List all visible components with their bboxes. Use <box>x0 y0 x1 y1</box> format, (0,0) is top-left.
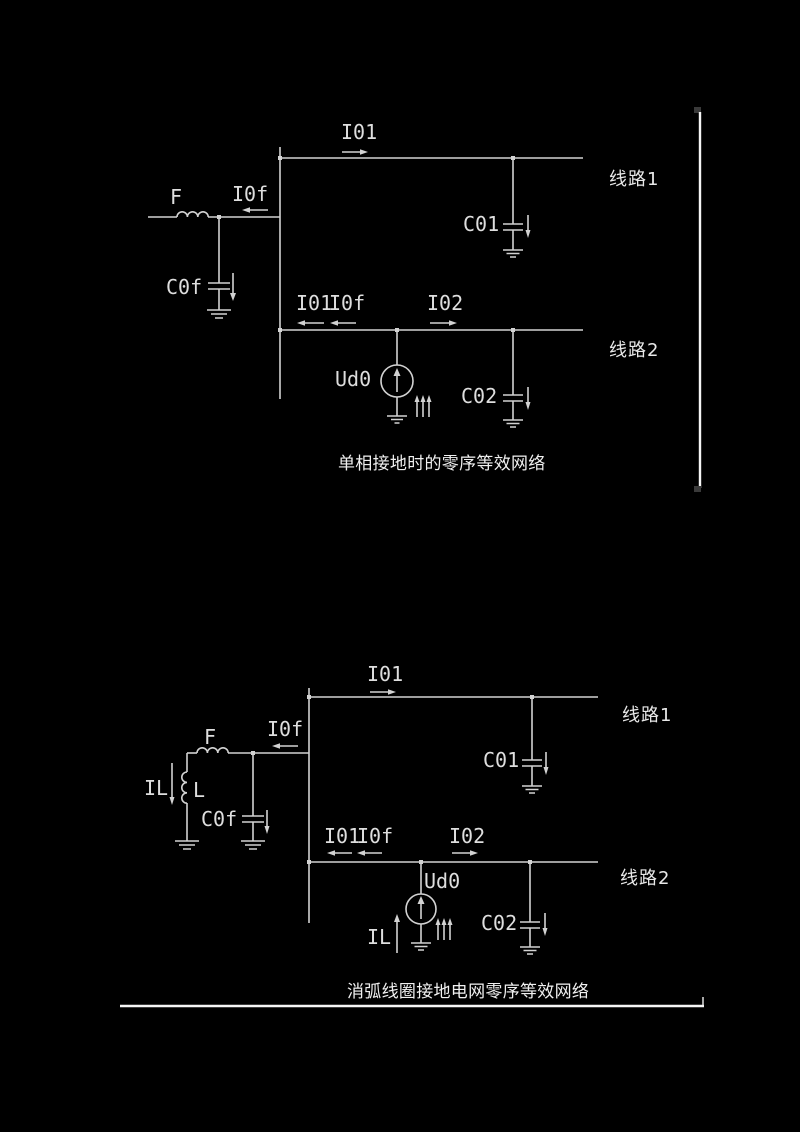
fault-current-arrows-d2 <box>435 918 453 940</box>
label-i02-d2: I02 <box>449 824 486 848</box>
fault-inductor-f-d1 <box>148 211 280 218</box>
label-line1-d1: 线路1 <box>609 169 660 190</box>
current-arrows-i01-i0f-bus2-d2 <box>327 850 382 856</box>
label-c0f-d2: C0f <box>201 807 238 831</box>
label-i0f-d2: I0f <box>267 717 304 741</box>
fault-inductor-f-d2 <box>187 747 309 754</box>
label-line2-d1: 线路2 <box>609 340 660 361</box>
capacitor-c0f-d2 <box>241 753 270 850</box>
junction-dots-d2 <box>251 695 534 864</box>
label-i01-bus2-d2: I01 <box>324 824 361 848</box>
label-c01-d1: C01 <box>463 212 500 236</box>
label-i02-d1: I02 <box>427 291 464 315</box>
right-border-line <box>694 107 702 492</box>
fault-current-arrows-d1 <box>414 395 432 417</box>
label-i01-top-d1: I01 <box>341 120 378 144</box>
current-arrow-i02-d2 <box>452 850 478 856</box>
arc-suppression-coil-l-d2 <box>169 753 199 850</box>
label-f-d1: F <box>170 185 183 209</box>
label-line2-d2: 线路2 <box>620 868 671 889</box>
label-c01-d2: C01 <box>483 748 520 772</box>
label-ud0-d1: Ud0 <box>335 367 372 391</box>
label-f-d2: F <box>204 725 217 749</box>
capacitor-c0f-d1 <box>207 217 236 319</box>
voltage-source-ud0-d2 <box>405 862 437 951</box>
current-arrow-i02-d1 <box>430 320 457 326</box>
capacitor-c01-d2 <box>522 697 549 794</box>
current-arrow-i01-d2 <box>370 689 396 695</box>
label-i0f-d1: I0f <box>232 182 269 206</box>
current-arrow-il-source-d2 <box>394 914 400 953</box>
label-ud0-d2: Ud0 <box>424 869 461 893</box>
label-i01-top-d2: I01 <box>367 662 404 686</box>
voltage-source-ud0-d1 <box>380 330 414 424</box>
label-line1-d2: 线路1 <box>622 705 673 726</box>
current-arrow-i0f-d1 <box>242 207 268 213</box>
caption-diagram1: 单相接地时的零序等效网络 <box>338 454 546 474</box>
current-arrows-i01-i0f-bus2-d1 <box>297 320 356 326</box>
label-c02-d2: C02 <box>481 911 518 935</box>
junction-dots-d1 <box>217 156 515 332</box>
label-i01-bus2-d1: I01 <box>296 291 333 315</box>
label-c0f-d1: C0f <box>166 275 203 299</box>
current-arrow-i0f-d2 <box>272 743 298 749</box>
caption-diagram2: 消弧线圈接地电网零序等效网络 <box>347 982 590 1002</box>
label-i0f-bus2-d2: I0f <box>357 824 394 848</box>
bottom-border-line <box>120 997 704 1008</box>
capacitor-c02-d2 <box>520 862 548 955</box>
label-l-d2: L <box>193 778 206 802</box>
capacitor-c01-d1 <box>503 158 531 258</box>
label-c02-d1: C02 <box>461 384 498 408</box>
diagram2-circuit <box>120 688 704 1008</box>
label-il-coil-d2: IL <box>144 776 169 800</box>
label-il-source-d2: IL <box>367 925 392 949</box>
current-arrow-i01-d1 <box>342 149 368 155</box>
label-i0f-bus2-d1: I0f <box>329 291 366 315</box>
capacitor-c02-d1 <box>503 330 531 428</box>
diagram1-circuit <box>148 107 702 492</box>
